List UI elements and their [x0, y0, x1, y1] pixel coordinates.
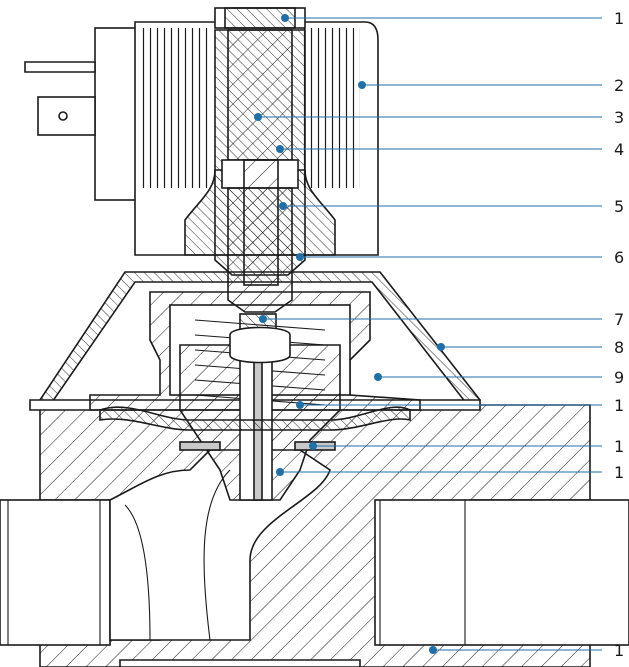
threaded-stem [221, 159, 299, 313]
callout-label: 1 [614, 641, 624, 660]
callout-bonnet: 9 [374, 368, 624, 387]
callout-label: 4 [614, 140, 624, 159]
connector [24, 61, 96, 136]
callout-label: 1 [614, 463, 624, 482]
callout-plunger-tube: 4 [276, 140, 624, 159]
callout-main-seal: 1 [309, 437, 624, 456]
callout-coil-housing: 2 [358, 76, 624, 95]
callout-label: 5 [614, 197, 624, 216]
callout-valve-body: 1 [429, 641, 624, 660]
callout-pilot-seal: 7 [259, 310, 624, 329]
callout-label: 8 [614, 338, 624, 357]
callout-label: 1 [614, 396, 624, 415]
callout-threaded-stem: 5 [279, 197, 624, 216]
callout-piston: 1 [296, 396, 624, 415]
callouts: 1 2 3 4 5 6 7 [254, 9, 624, 660]
callout-stem-seal: 6 [296, 248, 624, 267]
callout-label: 1 [614, 9, 624, 28]
callout-label: 2 [614, 76, 624, 95]
callout-label: 6 [614, 248, 624, 267]
valve-body [0, 404, 629, 667]
callout-pilot-pin: 1 [276, 463, 624, 482]
plunger [227, 29, 293, 161]
top-nut [214, 7, 306, 29]
callout-plunger: 3 [254, 108, 624, 127]
callout-label: 1 [614, 437, 624, 456]
callout-cover-cap: 8 [437, 338, 624, 357]
callout-label: 7 [614, 310, 624, 329]
callout-label: 3 [614, 108, 624, 127]
callout-label: 9 [614, 368, 624, 387]
callout-top-nut: 1 [281, 9, 624, 28]
